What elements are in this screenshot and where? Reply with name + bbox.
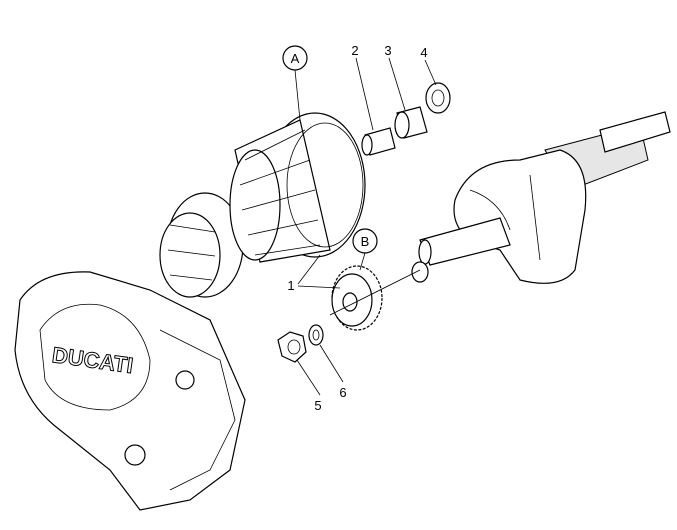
clutch-cover: DUCATI [14,271,246,511]
callout-2: 2 [351,43,358,58]
callout-4: 4 [420,45,427,60]
spacer-washer [411,261,429,283]
callout-6: 6 [339,385,346,400]
callout-5: 5 [314,398,321,413]
bushing [361,127,396,156]
primary-gear [331,265,383,331]
needle-bearing [394,106,428,139]
clutch-basket [229,112,366,263]
callout-b-circle [352,228,378,254]
nut [277,331,307,363]
callout-3: 3 [384,43,391,58]
leader-lines [294,57,437,396]
callout-a: A [291,51,300,66]
clutch-hub [159,192,244,298]
callout-b: B [361,234,370,249]
callout-1: 1 [287,278,294,293]
washer [308,324,324,346]
callout-a-circle [282,45,308,71]
seal-ring [425,82,451,114]
crankshaft [418,111,671,284]
